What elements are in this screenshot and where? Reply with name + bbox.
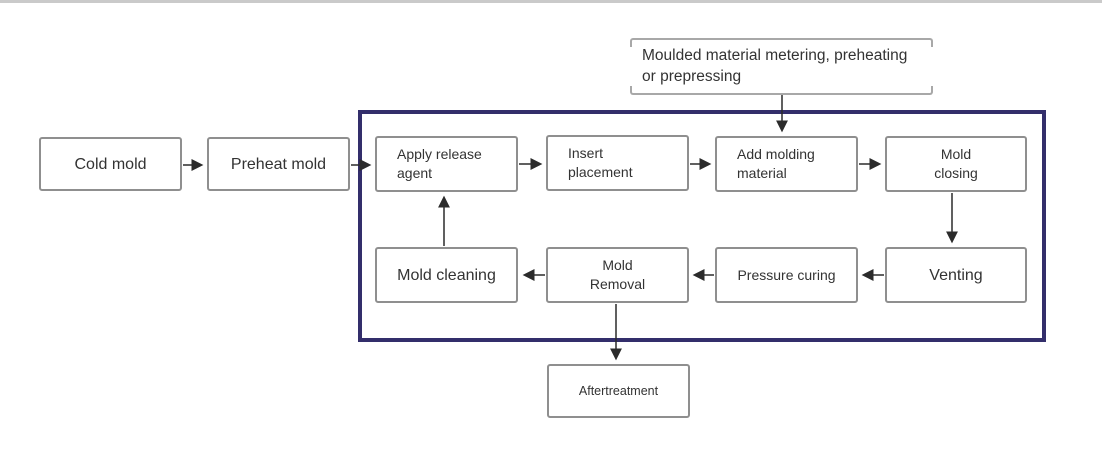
node-label: Add molding	[737, 146, 815, 162]
node-label: Pressure curing	[737, 266, 836, 283]
node-label: placement	[568, 164, 633, 180]
node-label: closing	[934, 165, 978, 181]
node-label: Venting	[929, 266, 983, 284]
node-label: Mold cleaning	[397, 266, 496, 284]
process-note-text: Moulded material metering, preheating or…	[642, 45, 934, 87]
in-mold-process-frame	[358, 110, 1046, 342]
node-pressure-curing: Pressure curing	[715, 247, 858, 303]
node-label: Cold mold	[74, 155, 147, 173]
node-label: material	[737, 165, 787, 181]
node-label: Mold	[940, 146, 972, 162]
node-cold-mold: Cold mold	[39, 137, 182, 191]
process-note-line: Moulded material metering, preheating	[642, 47, 908, 64]
node-venting: Venting	[885, 247, 1027, 303]
node-label: Preheat mold	[230, 155, 327, 173]
node-add-molding-material: Add molding material	[715, 136, 858, 192]
node-label: Removal	[589, 276, 646, 292]
process-note-bracket-top	[630, 38, 933, 47]
process-note-bracket-bottom	[630, 86, 933, 95]
node-aftertreatment: Aftertreatment	[547, 364, 690, 418]
process-note-line: or prepressing	[642, 68, 742, 85]
node-mold-cleaning: Mold cleaning	[375, 247, 518, 303]
node-label: Apply release	[397, 146, 482, 162]
node-mold-removal: Mold Removal	[546, 247, 689, 303]
node-mold-closing: Mold closing	[885, 136, 1027, 192]
node-insert-placement: Insert placement	[546, 135, 689, 191]
node-label: Mold	[602, 257, 633, 273]
page-top-divider	[0, 0, 1102, 3]
node-apply-release-agent: Apply release agent	[375, 136, 518, 192]
node-label: Aftertreatment	[578, 383, 659, 398]
node-label: agent	[397, 165, 433, 181]
node-label: Insert	[568, 145, 604, 161]
node-preheat-mold: Preheat mold	[207, 137, 350, 191]
